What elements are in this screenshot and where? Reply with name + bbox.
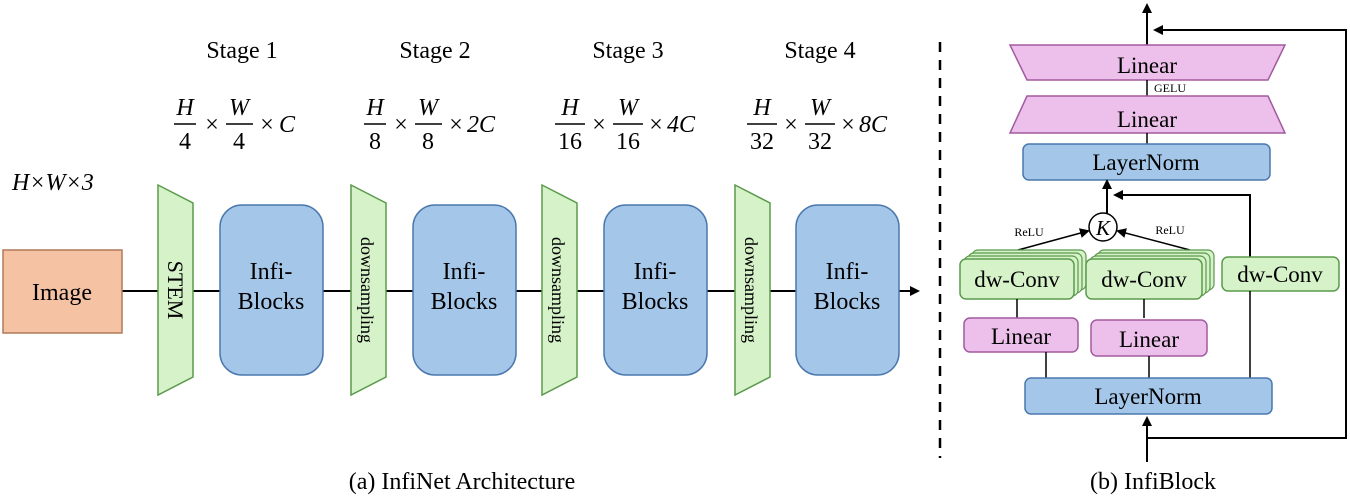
layernorm-bottom-label: LayerNorm xyxy=(1094,384,1201,409)
frac-w-num: W xyxy=(810,95,832,121)
input-dims: H×W×3 xyxy=(11,170,94,196)
kernel-node xyxy=(1088,212,1118,242)
relu-right-arrow xyxy=(1116,228,1191,251)
frac-w-num: W xyxy=(418,95,440,121)
relu-right-label: ReLU xyxy=(1155,223,1185,237)
stage-dims-3: H 16 × W 16 × 4C xyxy=(555,95,696,155)
linear-mid-label: Linear xyxy=(1117,107,1177,132)
frac-h-den: 4 xyxy=(179,129,191,155)
linear-left-block xyxy=(963,317,1079,353)
downsampling-label-3: downsampling xyxy=(741,237,761,343)
linear-top-block xyxy=(1008,44,1287,81)
stage-dims-4: H 32 × W 32 × 8C xyxy=(747,95,888,155)
infiblocks-label-4a: Infi- xyxy=(826,259,869,285)
image-label: Image xyxy=(32,280,92,306)
infiblocks-stage-2 xyxy=(412,204,517,376)
stage-title-4: Stage 4 xyxy=(784,38,855,64)
frac-h-den: 16 xyxy=(558,129,582,155)
caption-infiblock: (b) InfiBlock xyxy=(1090,469,1216,495)
times-sign: × xyxy=(841,112,855,138)
frac-w-num: W xyxy=(618,95,640,121)
layernorm-bottom-block xyxy=(1024,377,1273,415)
linear-right-label: Linear xyxy=(1119,327,1179,352)
infiblocks-label-3a: Infi- xyxy=(634,259,677,285)
linear-left-label: Linear xyxy=(991,324,1051,349)
infiblocks-label-1a: Infi- xyxy=(250,259,293,285)
gelu-label: GELU xyxy=(1154,81,1186,95)
downsampling-label-2: downsampling xyxy=(548,237,568,343)
stage-dims-1: H 4 × W 4 × C xyxy=(174,95,296,155)
inner-residual xyxy=(1113,190,1251,260)
infiblocks-label-2a: Infi- xyxy=(443,259,486,285)
dwconv-left-label: dw-Conv xyxy=(974,267,1060,292)
channels: 4C xyxy=(667,112,696,138)
times-sign: × xyxy=(449,112,463,138)
infiblocks-label-4b: Blocks xyxy=(814,289,881,315)
infiblocks-stage-4 xyxy=(795,204,900,376)
stage-title-1: Stage 1 xyxy=(206,38,277,64)
frac-w-num: W xyxy=(229,95,251,121)
downsampling-block-3 xyxy=(734,183,771,397)
times-sign: × xyxy=(260,112,274,138)
downsampling-label-1: downsampling xyxy=(357,237,377,343)
dwconv-right-block xyxy=(1221,256,1340,292)
times-sign: × xyxy=(592,112,606,138)
infiblocks-stage-3 xyxy=(603,204,708,376)
dwconv-mid-stack: dw-Conv xyxy=(1085,249,1215,300)
stage-title-3: Stage 3 xyxy=(592,38,663,64)
stem-block xyxy=(157,183,194,397)
channels: C xyxy=(279,112,296,138)
frac-h-num: H xyxy=(365,95,385,121)
residual-outer-loop xyxy=(1147,25,1347,439)
linear-top-label: Linear xyxy=(1117,53,1177,78)
caption-architecture: (a) InfiNet Architecture xyxy=(349,469,576,495)
linear-mid-block xyxy=(1008,95,1287,134)
downsampling-block-2 xyxy=(541,183,578,397)
times-sign: × xyxy=(394,112,408,138)
times-sign: × xyxy=(784,112,798,138)
relu-left-label: ReLU xyxy=(1014,225,1044,239)
dwconv-mid-label: dw-Conv xyxy=(1101,267,1187,292)
frac-h-num: H xyxy=(752,95,772,121)
channels: 2C xyxy=(467,112,496,138)
stem-label: STEM xyxy=(163,261,188,320)
channels: 8C xyxy=(859,112,888,138)
dwconv-right-label: dw-Conv xyxy=(1237,262,1323,287)
infiblocks-label-1b: Blocks xyxy=(238,289,305,315)
infiblocks-label-2b: Blocks xyxy=(431,289,498,315)
kernel-label: K xyxy=(1095,216,1111,240)
frac-h-den: 8 xyxy=(369,129,381,155)
frac-h-num: H xyxy=(175,95,195,121)
frac-w-den: 8 xyxy=(422,129,434,155)
frac-h-num: H xyxy=(560,95,580,121)
image-box xyxy=(2,249,123,334)
frac-h-den: 32 xyxy=(750,129,774,155)
infiblocks-label-3b: Blocks xyxy=(622,289,689,315)
dwconv-left-stack: dw-Conv xyxy=(959,249,1087,300)
downsampling-block-1 xyxy=(350,183,387,397)
frac-w-den: 16 xyxy=(616,129,640,155)
frac-w-den: 4 xyxy=(233,129,245,155)
stage-dims-2: H 8 × W 8 × 2C xyxy=(364,95,496,155)
relu-left-arrow xyxy=(1017,228,1090,251)
layernorm-top-label: LayerNorm xyxy=(1092,150,1199,175)
stage-title-2: Stage 2 xyxy=(399,38,470,64)
layernorm-top-block xyxy=(1022,143,1271,181)
times-sign: × xyxy=(205,112,219,138)
times-sign: × xyxy=(649,112,663,138)
frac-w-den: 32 xyxy=(808,129,832,155)
infiblocks-stage-1 xyxy=(219,204,324,376)
